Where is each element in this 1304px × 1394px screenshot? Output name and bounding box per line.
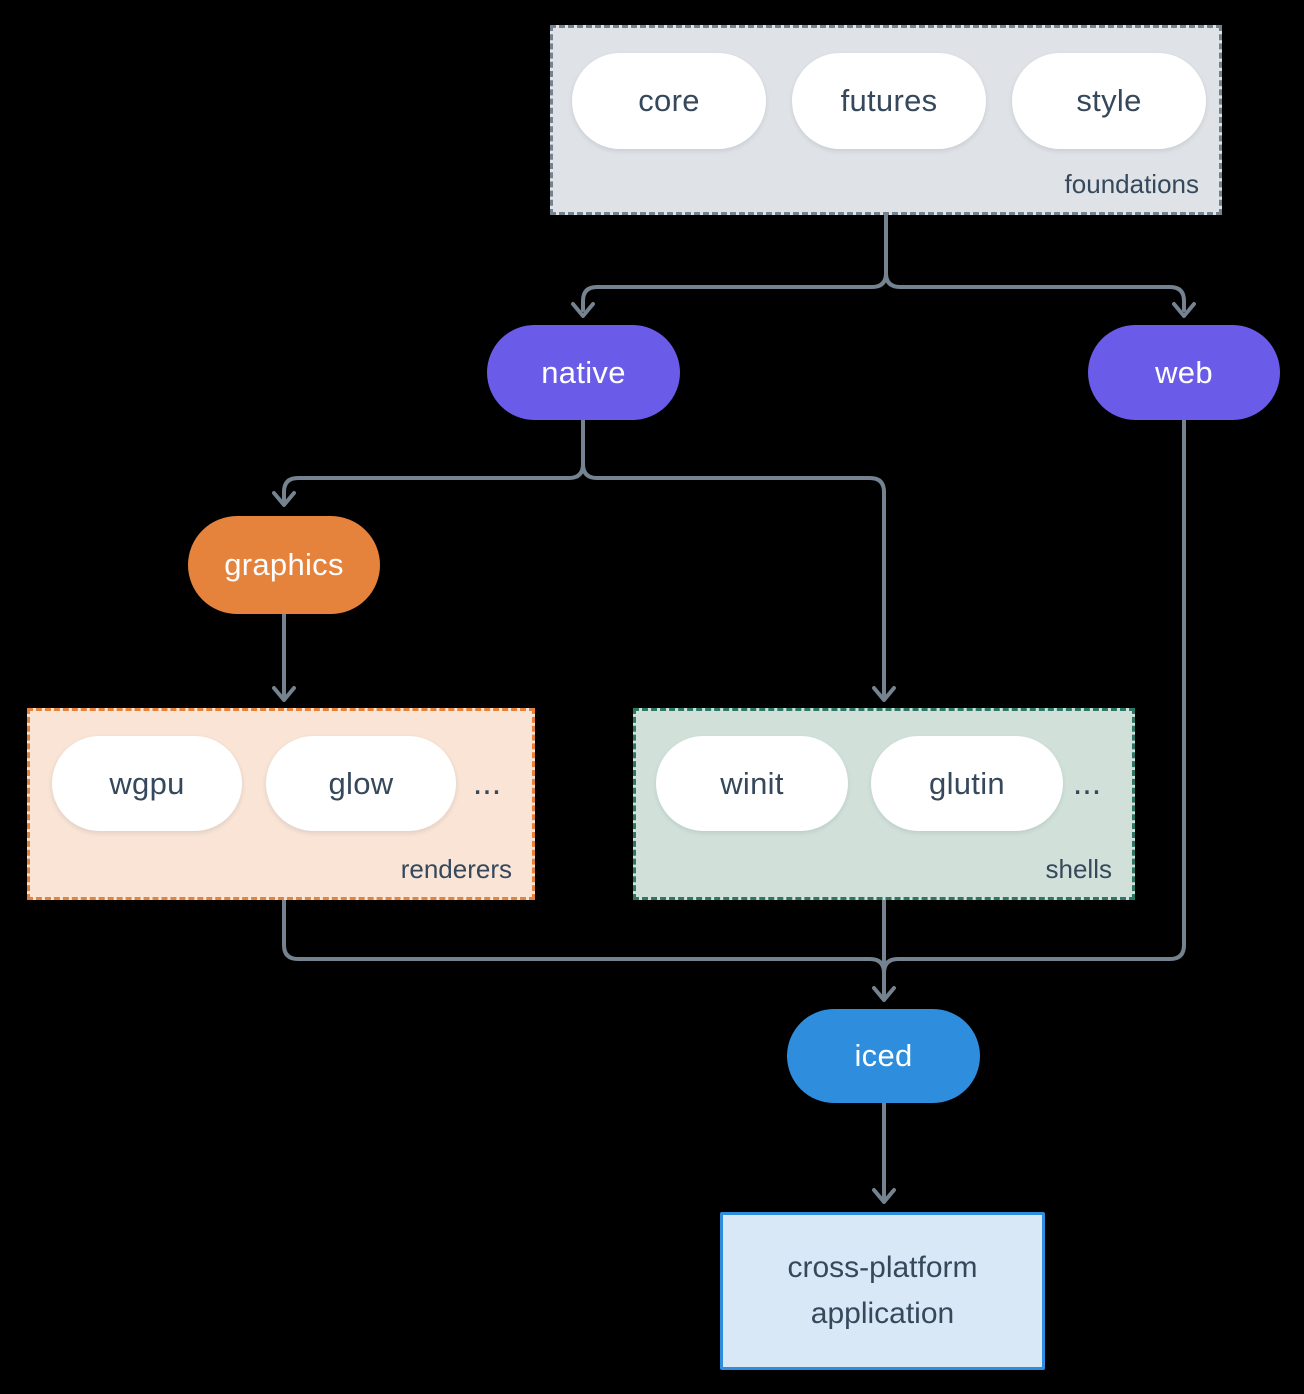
node-style: style — [1012, 53, 1206, 149]
arrowhead-native — [571, 302, 595, 318]
node-style-label: style — [1076, 83, 1142, 118]
edge-native-shells — [581, 418, 886, 697]
node-core: core — [572, 53, 766, 149]
arrowhead-graphics — [272, 491, 296, 507]
node-application: cross-platform application — [720, 1212, 1045, 1370]
edge-renderers-iced — [282, 898, 886, 975]
foundations-group: core futures style foundations — [550, 25, 1222, 215]
node-graphics-label: graphics — [224, 547, 344, 582]
foundations-group-label: foundations — [1064, 169, 1199, 199]
edge-foundations-web — [884, 213, 1186, 312]
node-wgpu: wgpu — [52, 736, 242, 831]
node-iced: iced — [787, 1009, 980, 1103]
node-web: web — [1088, 325, 1280, 420]
node-winit-label: winit — [720, 765, 784, 801]
node-futures-label: futures — [840, 83, 938, 118]
node-glow: glow — [266, 736, 456, 831]
node-wgpu-label: wgpu — [109, 765, 185, 801]
shells-group-label: shells — [1045, 854, 1112, 884]
node-native: native — [487, 325, 680, 420]
edge-native-graphics — [282, 418, 585, 502]
node-core-label: core — [638, 83, 700, 118]
node-native-label: native — [541, 354, 626, 390]
arrowhead-application — [872, 1188, 896, 1204]
shells-ellipsis: ... — [1072, 764, 1102, 802]
shells-group: winit glutin ... shells — [633, 708, 1135, 900]
node-glutin: glutin — [871, 736, 1063, 831]
node-futures: futures — [792, 53, 986, 149]
arrowhead-iced — [872, 986, 896, 1002]
node-web-label: web — [1155, 354, 1213, 390]
arrowhead-renderers — [272, 686, 296, 702]
node-iced-label: iced — [854, 1038, 913, 1073]
node-winit: winit — [656, 736, 848, 831]
arrowhead-shells — [872, 686, 896, 702]
renderers-group-label: renderers — [400, 854, 512, 884]
renderers-group: wgpu glow ... renderers — [27, 708, 535, 900]
node-application-label: cross-platform application — [787, 1250, 978, 1331]
renderers-ellipsis: ... — [472, 764, 502, 802]
arrowhead-web — [1172, 302, 1196, 318]
edge-foundations-native — [581, 213, 888, 312]
node-graphics: graphics — [188, 516, 380, 614]
node-glutin-label: glutin — [929, 765, 1005, 801]
node-glow-label: glow — [328, 765, 394, 801]
